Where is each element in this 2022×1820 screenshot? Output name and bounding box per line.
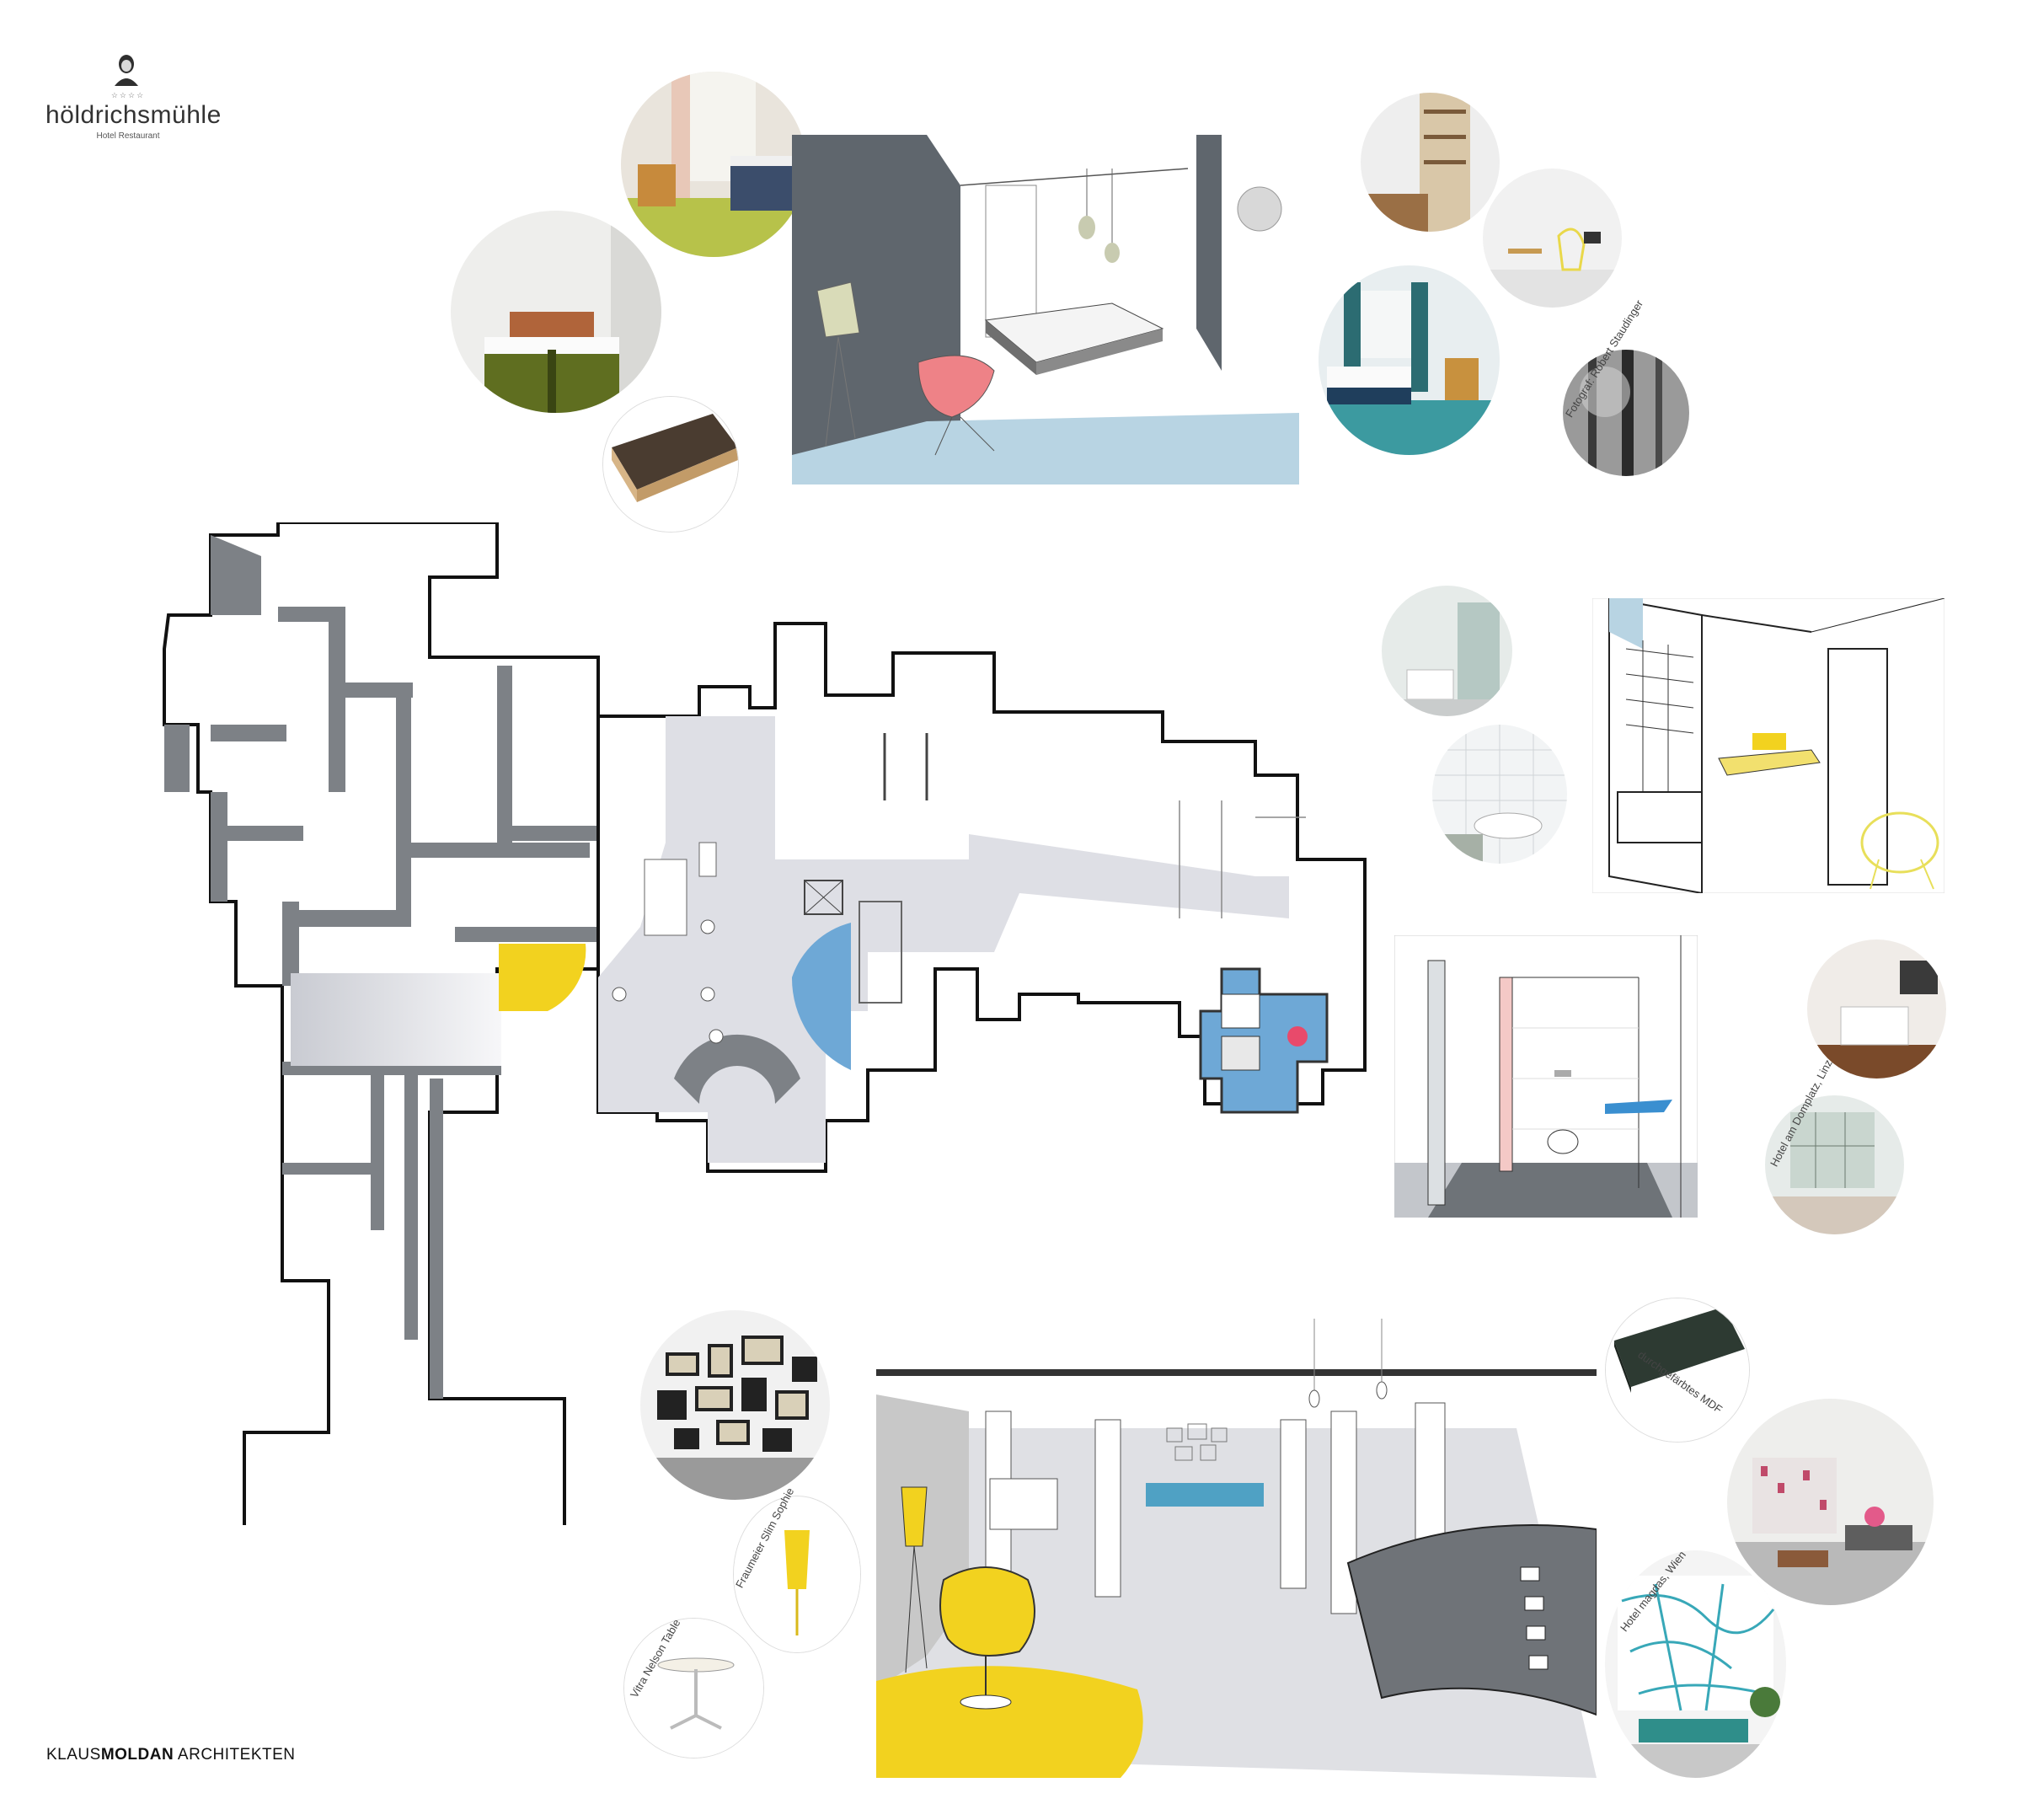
portrait-icon [111, 52, 142, 86]
photo-plywood-sample [602, 396, 739, 533]
photo-mdf-sample [1605, 1298, 1750, 1443]
architect-office: KLAUSMOLDAN ARCHITEKTEN [46, 1746, 296, 1764]
photo-bathroom-2 [1432, 725, 1567, 864]
photo-bathroom-1 [1382, 586, 1512, 716]
photo-rocking-chair [1483, 169, 1622, 308]
photo-forest-bw [1563, 350, 1689, 476]
photo-freestanding-tub [1807, 939, 1946, 1079]
photo-hotel-linz [1765, 1095, 1904, 1234]
photo-library-lounge [1727, 1399, 1934, 1605]
photo-nelson-table [623, 1618, 764, 1758]
sketch-lobby [876, 1319, 1597, 1778]
sketch-bedroom [792, 135, 1299, 484]
hotel-name: höldrichsmühle [45, 101, 222, 129]
hotel-logo: ☆☆☆☆ höldrichsmühle Hotel Restaurant [44, 51, 221, 143]
photo-teal-bedroom [1319, 265, 1500, 455]
photo-bookshelf [1361, 93, 1500, 232]
sketch-bathroom-2 [1394, 935, 1698, 1218]
office-suffix: ARCHITEKTEN [174, 1746, 296, 1764]
photo-bedroom-green [451, 211, 661, 413]
photo-picture-wall [640, 1310, 830, 1500]
sketch-bathroom-1 [1592, 598, 1944, 893]
office-bold: MOLDAN [100, 1746, 174, 1764]
floor-plan [126, 522, 1373, 1525]
photo-hotel-vienna [1605, 1550, 1786, 1778]
hotel-subtitle: Hotel Restaurant [96, 131, 160, 141]
photo-room-window [621, 72, 806, 257]
office-prefix: KLAUS [46, 1746, 101, 1764]
hotel-stars: ☆☆☆☆ [110, 91, 146, 99]
photo-floor-lamp [733, 1496, 861, 1653]
